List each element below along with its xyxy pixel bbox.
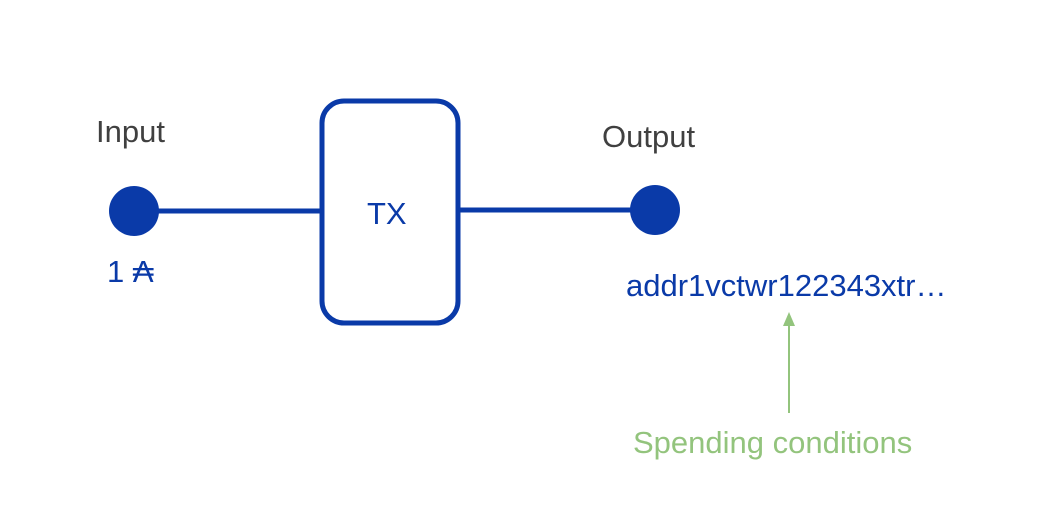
output-address: addr1vctwr122343xtr… <box>626 268 947 303</box>
input-label: Input <box>96 114 165 149</box>
input-node <box>109 186 159 236</box>
spending-arrow-head <box>783 312 795 326</box>
output-label: Output <box>602 119 696 154</box>
tx-label: TX <box>367 196 407 231</box>
tx-box <box>319 98 461 326</box>
input-amount: 1 ₳ <box>107 254 154 289</box>
output-node <box>630 185 680 235</box>
spending-conditions-label: Spending conditions <box>633 425 913 460</box>
